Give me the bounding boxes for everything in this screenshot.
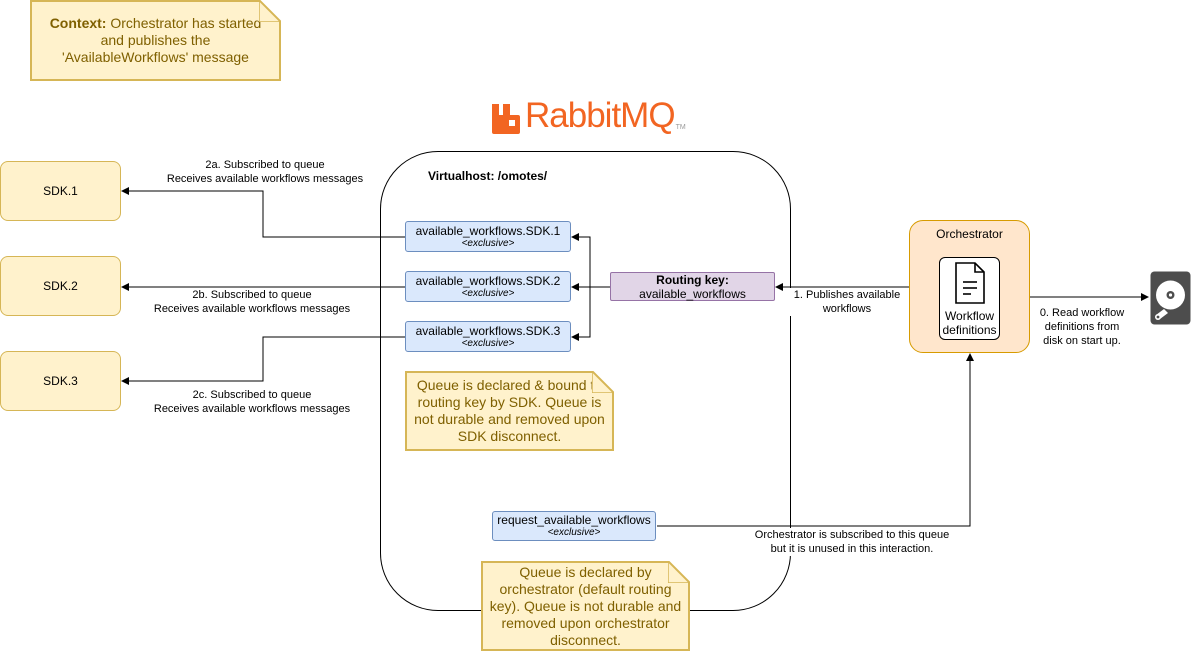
context-note: Context: Orchestrator has started and pu…: [30, 0, 281, 81]
hard-disk-icon: [1150, 271, 1191, 325]
sdk-queue-note-fold: [592, 371, 614, 393]
edge-routing-to-queue3: [571, 287, 591, 341]
sdk-2-label: SDK.2: [43, 279, 78, 293]
sdk-queue-note: Queue is declared & bound to routing key…: [405, 371, 614, 451]
queue-sdk-2: available_workflows.SDK.2 <exclusive>: [405, 271, 571, 302]
orchestrator-queue-note-fold: [668, 561, 690, 583]
edge-routing-to-queue1: [571, 233, 591, 287]
rabbitmq-logo-icon: [492, 104, 520, 134]
edge-label-request: Orchestrator is subscribed to this queue…: [752, 528, 952, 556]
queue-sdk-3-name: available_workflows.SDK.3: [415, 323, 561, 338]
queue-request-tag: <exclusive>: [547, 527, 601, 538]
queue-sdk-1-name: available_workflows.SDK.1: [415, 223, 561, 238]
sdk-1-label: SDK.1: [43, 184, 78, 198]
routing-key-value: available_workflows: [639, 286, 746, 301]
edge-queue3-to-sdk3: [121, 336, 405, 385]
edge-queue1-to-sdk1: [121, 187, 405, 238]
document-icon: [955, 262, 985, 304]
edge-request-queue-to-orchestrator: [657, 353, 974, 527]
sdk-1-box: SDK.1: [0, 161, 121, 221]
workflow-definitions-label: Workflow definitions: [942, 309, 997, 337]
logo-text: RabbitMQ: [525, 96, 676, 135]
queue-sdk-1: available_workflows.SDK.1 <exclusive>: [405, 221, 571, 252]
queue-request-name: request_available_workflows: [497, 513, 651, 527]
queue-sdk-2-name: available_workflows.SDK.2: [415, 273, 561, 288]
context-note-text: Context: Orchestrator has started and pu…: [49, 15, 262, 65]
orchestrator-label: Orchestrator: [936, 227, 1003, 241]
sdk-3-label: SDK.3: [43, 374, 78, 388]
virtualhost-label: Virtualhost: /omotes/: [428, 169, 548, 183]
queue-request: request_available_workflows <exclusive>: [492, 511, 656, 541]
routing-key-box: Routing key: available_workflows: [610, 272, 775, 301]
queue-sdk-3: available_workflows.SDK.3 <exclusive>: [405, 321, 571, 352]
sdk-2-box: SDK.2: [0, 256, 121, 316]
queue-sdk-3-tag: <exclusive>: [461, 337, 515, 349]
logo-tm: TM: [675, 124, 686, 131]
orchestrator-queue-note-text: Queue is declared by orchestrator (defau…: [489, 563, 682, 648]
context-note-fold: [259, 0, 281, 22]
rabbitmq-logo: RabbitMQ TM: [490, 98, 690, 134]
sdk-queue-note-text: Queue is declared & bound to routing key…: [414, 377, 605, 444]
queue-sdk-1-tag: <exclusive>: [461, 237, 515, 249]
workflow-definitions-box: Workflow definitions: [939, 257, 1000, 340]
sdk-3-box: SDK.3: [0, 351, 121, 411]
routing-key-title: Routing key:: [656, 272, 729, 287]
queue-sdk-2-tag: <exclusive>: [461, 287, 515, 299]
orchestrator-queue-note: Queue is declared by orchestrator (defau…: [481, 561, 690, 651]
